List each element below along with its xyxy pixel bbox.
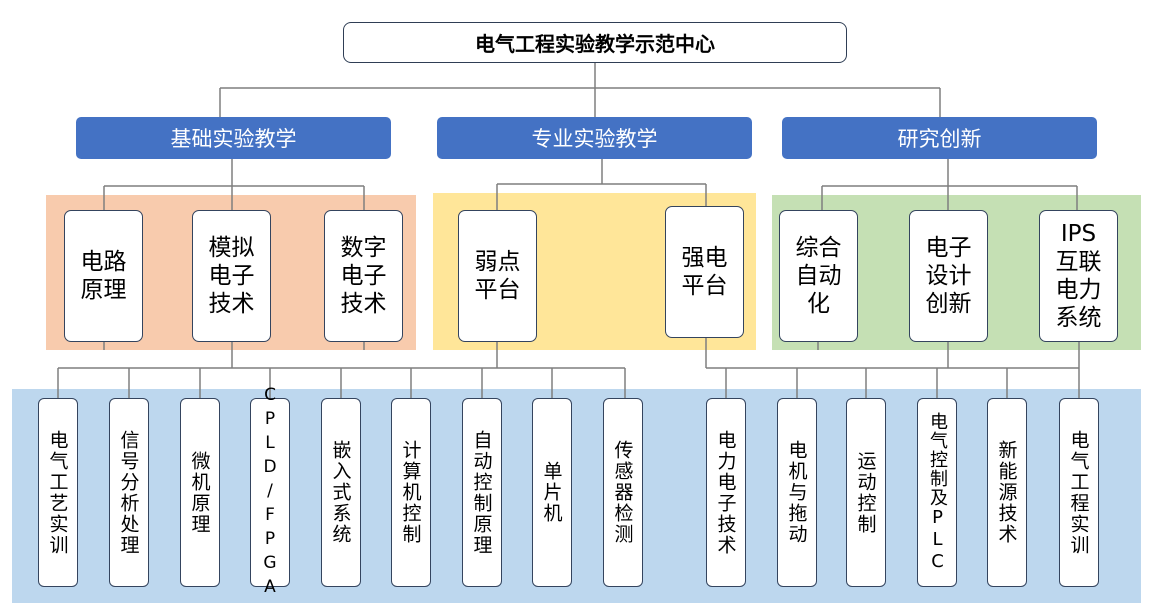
- course-motion-control: 运动控制: [846, 398, 886, 587]
- course-new-energy: 新能源技术: [987, 398, 1027, 587]
- course-microcontroller: 单片机: [532, 398, 572, 587]
- course-motor-drive: 电机与拖动: [777, 398, 817, 587]
- course-automatic-control: 自动控制原理: [462, 398, 502, 587]
- node-ips-power-system: IPS 互联 电力 系统: [1039, 210, 1118, 342]
- course-microcomputer-principles: 微机原理: [180, 398, 220, 587]
- course-sensor-detection: 传感器检测: [603, 398, 643, 587]
- course-computer-control: 计算机控制: [391, 398, 431, 587]
- node-analog-electronics: 模拟 电子 技术: [192, 210, 271, 342]
- node-electronic-design-innovation: 电子 设计 创新: [909, 210, 988, 342]
- node-weak-current-platform: 弱点 平台: [458, 210, 537, 342]
- course-power-electronics: 电力电子技术: [706, 398, 746, 587]
- node-digital-electronics: 数字 电子 技术: [324, 210, 403, 342]
- node-integrated-automation: 综合 自动 化: [779, 210, 858, 342]
- node-strong-current-platform: 强电 平台: [665, 206, 744, 338]
- node-circuit-principles: 电路 原理: [64, 210, 143, 342]
- category-basic-experiments: 基础实验教学: [76, 117, 391, 159]
- course-electrical-engineering-training: 电气工程实训: [1059, 398, 1099, 587]
- course-embedded-systems: 嵌入式系统: [321, 398, 361, 587]
- course-cpld-fpga: CPLD/FPGA: [250, 385, 290, 601]
- category-research-innovation: 研究创新: [782, 117, 1097, 159]
- diagram-title: 电气工程实验教学示范中心: [343, 22, 847, 63]
- course-electrical-craft-training: 电气工艺实训: [38, 398, 78, 587]
- category-professional-experiments: 专业实验教学: [437, 117, 752, 159]
- course-electrical-control-plc: 电气控制及PLC: [917, 398, 957, 587]
- course-signal-analysis: 信号分析处理: [109, 398, 149, 587]
